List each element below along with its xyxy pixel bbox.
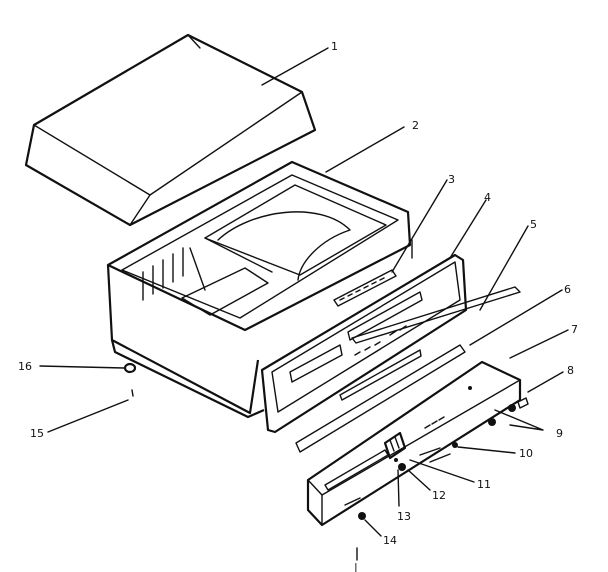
callout-8: 8	[567, 364, 574, 377]
part-15-16-feet	[123, 362, 137, 397]
part-3-display	[333, 269, 397, 307]
part-14-knob	[358, 512, 366, 520]
callout-5: 5	[530, 218, 537, 231]
part-1-dust-cover	[24, 33, 317, 227]
part-2-housing	[106, 160, 413, 419]
callout-14: 14	[383, 534, 397, 547]
callout-7: 7	[571, 323, 578, 336]
callout-4: 4	[484, 191, 491, 204]
callout-1: 1	[331, 40, 338, 53]
callout-11: 11	[477, 478, 491, 491]
part-7-panel-plate	[306, 360, 522, 527]
callout-16: 16	[18, 360, 32, 373]
callout-15: 15	[30, 427, 44, 440]
leader-lines	[39, 47, 569, 561]
callout-labels: 1 2 3 4 5 6 7 8 9 10 11 12 13 14 15 16 |	[18, 40, 578, 572]
part-10-13-buttons	[383, 416, 451, 471]
callout-12: 12	[432, 489, 446, 502]
part-5-trim-strip	[351, 286, 521, 344]
part-4-front-bezel	[260, 253, 468, 434]
part-6-lower-strip	[295, 344, 466, 453]
footer-mark: |	[354, 561, 358, 572]
callout-13: 13	[397, 510, 411, 523]
callout-3: 3	[448, 173, 455, 186]
callout-9: 9	[556, 427, 563, 440]
callout-6: 6	[564, 283, 571, 296]
callout-10: 10	[519, 447, 533, 460]
callout-2: 2	[412, 119, 419, 132]
part-8-9-knobs	[452, 386, 529, 448]
